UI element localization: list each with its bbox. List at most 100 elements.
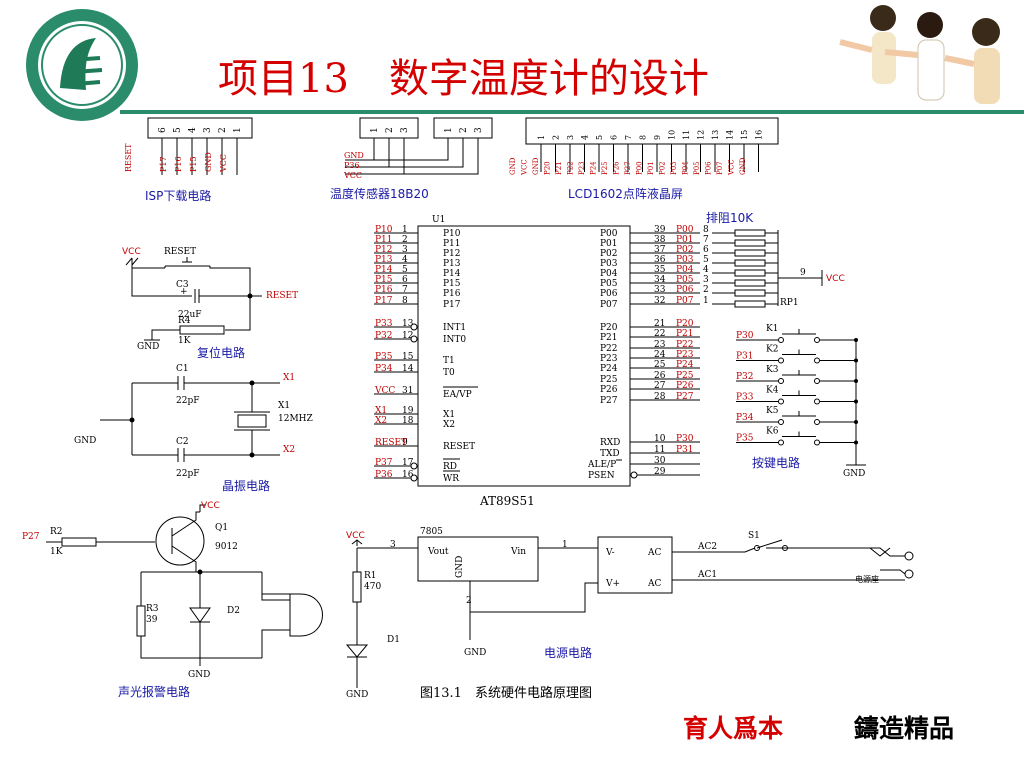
ds-pin-a: 1 [370, 127, 380, 133]
mcu-right-pin-number: 33 [654, 285, 666, 295]
ds-pin-a: 2 [385, 127, 395, 133]
isp-pin-number: 6 [158, 127, 168, 133]
key-net-label: P30 [736, 331, 754, 341]
mcu-left-pin-number: 12 [402, 331, 413, 341]
mcu-right-pin-name: P27 [600, 396, 618, 406]
lcd-pin-number: 4 [581, 135, 590, 140]
mcu-left-net: X2 [375, 416, 387, 426]
college-logo [26, 9, 138, 121]
rp1-pin-number: 8 [703, 225, 709, 235]
r3-ref: R3 [146, 604, 159, 614]
ds-signal-label: P36 [344, 161, 360, 170]
rp1-element [734, 239, 766, 247]
ds-signal-label: VCC [343, 171, 362, 180]
key-ref: K4 [766, 386, 779, 396]
reset-circuit [125, 257, 262, 341]
isp-reset-label: RESET [124, 143, 133, 172]
alarm-vcc-label: VCC [201, 501, 220, 511]
ds-pin-a: 3 [400, 127, 410, 133]
key-actuator [782, 390, 816, 396]
rp1-element [734, 229, 766, 237]
mcu-inverter-bubble [410, 335, 418, 343]
r2-value: 1K [50, 547, 63, 557]
c3-ref: C3 [176, 280, 189, 290]
key-net-label: P35 [736, 434, 754, 444]
mcu-left-net: P11 [375, 235, 393, 245]
c3-value: 22uF [178, 310, 202, 320]
mcu-left-pin-number: 4 [402, 255, 408, 265]
mcu-left-net: P33 [375, 319, 393, 329]
ac2-label: AC2 [697, 542, 717, 552]
reset-caption: 复位电路 [197, 345, 245, 360]
rp1-caption: 排阻10K [706, 211, 754, 225]
lcd-signal-label: P04 [682, 161, 690, 175]
key-actuator [782, 349, 816, 355]
mcu-right-pin-name: TXD [600, 449, 620, 459]
power-gnd-label-1: GND [346, 690, 368, 700]
lcd-signal-label: GND [509, 157, 517, 175]
mcu-right-pin-number: 22 [654, 329, 665, 339]
mcu-left-net: P32 [375, 331, 393, 341]
key-actuator [782, 370, 816, 376]
mcu-left-pin-number: 7 [402, 285, 408, 295]
mcu-left-pin-name: P16 [443, 289, 461, 299]
key-net-label: P33 [736, 393, 754, 403]
mcu-right-pin-name: PSEN [588, 471, 615, 481]
key-ref: K5 [766, 406, 779, 416]
c2-ref: C2 [176, 437, 189, 447]
mcu-right-pin-number: 38 [654, 235, 666, 245]
slogan-black: 鑄造精品 [853, 714, 954, 743]
mcu-left-net: P36 [375, 470, 393, 480]
ds-lead-b [404, 138, 479, 175]
key-contact [814, 398, 820, 405]
mcu-right-pin-number: 27 [654, 381, 666, 391]
key-ref: K2 [766, 345, 778, 355]
mcu-left-pin-number: 6 [402, 275, 408, 285]
mcu-right-net: P02 [676, 245, 694, 255]
mcu-left-net: P17 [375, 296, 393, 306]
mcu-right-pin-name: P03 [600, 259, 618, 269]
mcu-right-net: P22 [676, 340, 694, 350]
mcu-right-pin-name: P22 [600, 344, 618, 354]
lcd-pin-number: 11 [682, 130, 691, 140]
mcu-left-pin-number: 13 [402, 319, 414, 329]
mcu-right-pin-number: 37 [654, 245, 666, 255]
mcu-left-net: P13 [375, 255, 393, 265]
mcu-right-pin-name: P07 [600, 300, 618, 310]
ds-pin-b: 1 [444, 127, 454, 133]
people-illustration [839, 5, 1000, 104]
key-contact [778, 337, 784, 343]
mcu-left-net: P35 [375, 352, 393, 362]
mcu-left-pin-number: 1 [402, 225, 408, 235]
mcu-left-net: VCC [374, 386, 395, 396]
rp1-element [734, 279, 766, 287]
lcd-signal-label: P24 [590, 161, 598, 175]
rp1-pin-number: 4 [703, 265, 709, 275]
mcu-right-net: P05 [676, 275, 694, 285]
mcu-right-net: P25 [676, 371, 694, 381]
rp1-element [734, 269, 766, 277]
mcu-right-pin-number: 34 [654, 275, 666, 285]
bridge-ac-a: AC [647, 548, 661, 558]
mcu-left-pin-name: EA/VP [443, 390, 472, 400]
rp1-element [734, 249, 766, 257]
q1-value: 9012 [215, 542, 238, 552]
lcd-signal-label: P25 [601, 161, 609, 175]
lcd-signal-label: P06 [705, 161, 713, 175]
isp-connector-body [147, 117, 253, 139]
mcu-left-pin-number: 19 [402, 406, 414, 416]
mcu-inverter-bubble [410, 323, 418, 331]
lcd-pin-number: 13 [711, 130, 720, 140]
mcu-left-pin-number: 16 [402, 470, 414, 480]
lcd-signal-label: P05 [693, 161, 701, 175]
lcd-pin-number: 9 [653, 135, 662, 140]
mcu-psen-bubble [630, 471, 638, 479]
d1-ref: D1 [387, 635, 400, 645]
mcu-left-pin-number: 17 [402, 458, 414, 468]
mcu-left-net: P12 [375, 245, 393, 255]
key-ref: K3 [766, 365, 779, 375]
reg-pin1: 1 [562, 540, 568, 550]
